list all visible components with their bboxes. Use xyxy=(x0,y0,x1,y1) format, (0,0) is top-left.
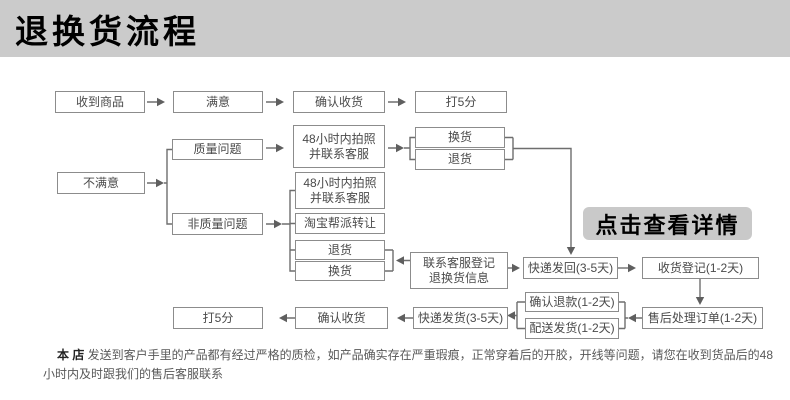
flow-node-non-quality-issue: 非质量问题 xyxy=(172,213,263,235)
flow-node-taobao-transfer: 淘宝帮派转让 xyxy=(295,213,385,234)
flow-node-exchange-quality: 换货 xyxy=(415,127,505,148)
flow-node-aftersale-order: 售后处理订单(1-2天) xyxy=(642,307,763,329)
flow-node-quality-issue: 质量问题 xyxy=(172,139,263,160)
flow-node-rate5-top: 打5分 xyxy=(415,91,507,113)
flow-node-exchange-nonquality: 换货 xyxy=(295,261,385,281)
flow-node-rate5-bottom: 打5分 xyxy=(173,307,263,329)
flow-node-receipt-register: 收货登记(1-2天) xyxy=(642,257,759,279)
flow-node-express-back: 快递发回(3-5天) xyxy=(523,257,618,279)
store-note: 本 店 发送到客户手里的产品都有经过严格的质检，如产品确实存在严重瑕痕，正常穿着… xyxy=(43,346,785,384)
page-header: 退换货流程 xyxy=(0,0,790,57)
flow-node-photo48-quality: 48小时内拍照 并联系客服 xyxy=(293,125,385,168)
view-details-button[interactable]: 点击查看详情 xyxy=(583,207,752,240)
flow-node-confirm-refund: 确认退款(1-2天) xyxy=(525,292,619,312)
store-note-prefix: 本 店 xyxy=(57,348,85,362)
flow-node-dispatch-goods: 配送发货(1-2天) xyxy=(525,318,619,339)
flow-node-received-goods: 收到商品 xyxy=(55,91,145,113)
flow-node-satisfied: 满意 xyxy=(173,91,263,113)
flow-node-return-quality: 退货 xyxy=(415,149,505,170)
flow-node-photo48-nonquality: 48小时内拍照 并联系客服 xyxy=(295,172,385,209)
connector-lines xyxy=(147,101,701,330)
store-note-body: 发送到客户手里的产品都有经过严格的质检，如产品确实存在严重瑕痕，正常穿着后的开胶… xyxy=(43,348,774,381)
flow-node-contact-cs: 联系客服登记 退换货信息 xyxy=(410,252,508,289)
flow-node-unsatisfied: 不满意 xyxy=(57,172,145,194)
flow-node-express-send: 快递发货(3-5天) xyxy=(413,307,508,329)
flow-node-confirm-receipt-top: 确认收货 xyxy=(293,91,385,113)
arrowhead-icons xyxy=(156,97,705,323)
flow-node-confirm-receipt-bottom: 确认收货 xyxy=(295,307,388,329)
flow-node-return-nonquality: 退货 xyxy=(295,240,385,260)
page-title: 退换货流程 xyxy=(15,12,200,50)
